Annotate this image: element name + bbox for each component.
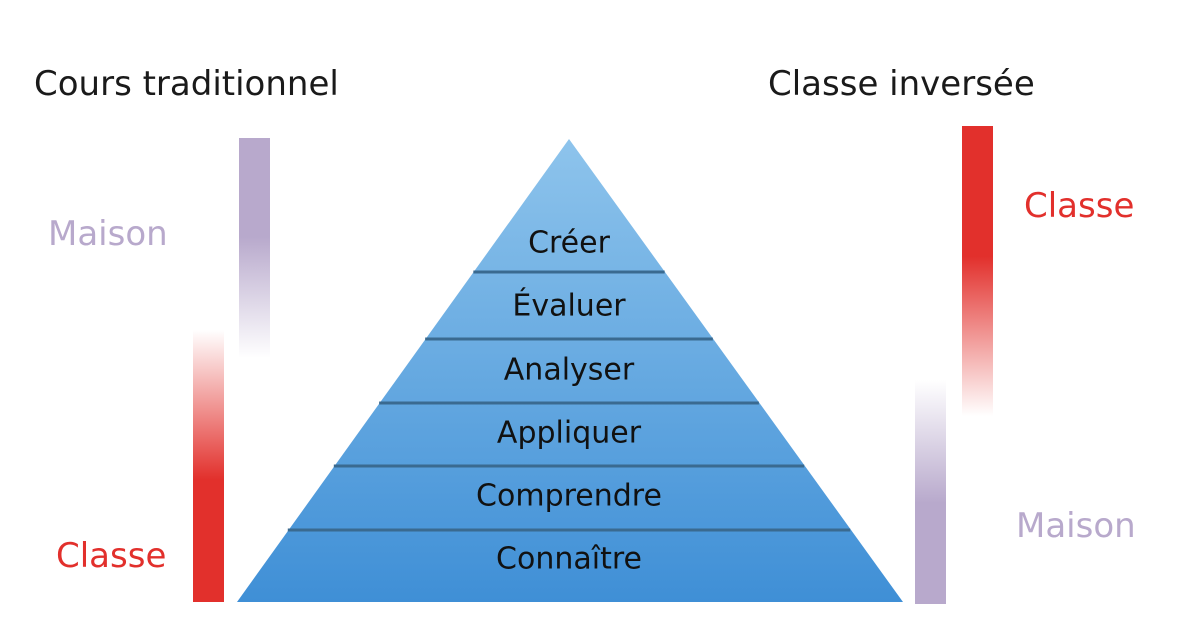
right-classe-label: Classe — [1024, 186, 1135, 226]
right-maison-label: Maison — [1016, 506, 1136, 546]
right-maison-bar — [915, 380, 946, 604]
left-maison-label: Maison — [48, 214, 168, 254]
right-heading: Classe inversée — [768, 64, 1035, 104]
left-maison-bar — [239, 138, 270, 358]
pyramid-level-3: Analyser — [504, 353, 635, 388]
pyramid-shape — [237, 139, 903, 602]
left-heading: Cours traditionnel — [34, 64, 339, 104]
pyramid-level-4: Appliquer — [497, 416, 642, 451]
right-classe-bar — [962, 126, 993, 416]
pyramid-level-5: Comprendre — [476, 479, 662, 514]
left-classe-bar — [193, 330, 224, 602]
left-classe-label: Classe — [56, 536, 167, 576]
pyramid-labels: CréerÉvaluerAnalyserAppliquerComprendreC… — [476, 226, 662, 577]
pyramid-level-1: Créer — [528, 226, 611, 261]
pyramid-level-2: Évaluer — [512, 288, 626, 324]
pyramid-separators — [287, 270, 851, 532]
pyramid-level-6: Connaître — [496, 542, 642, 577]
